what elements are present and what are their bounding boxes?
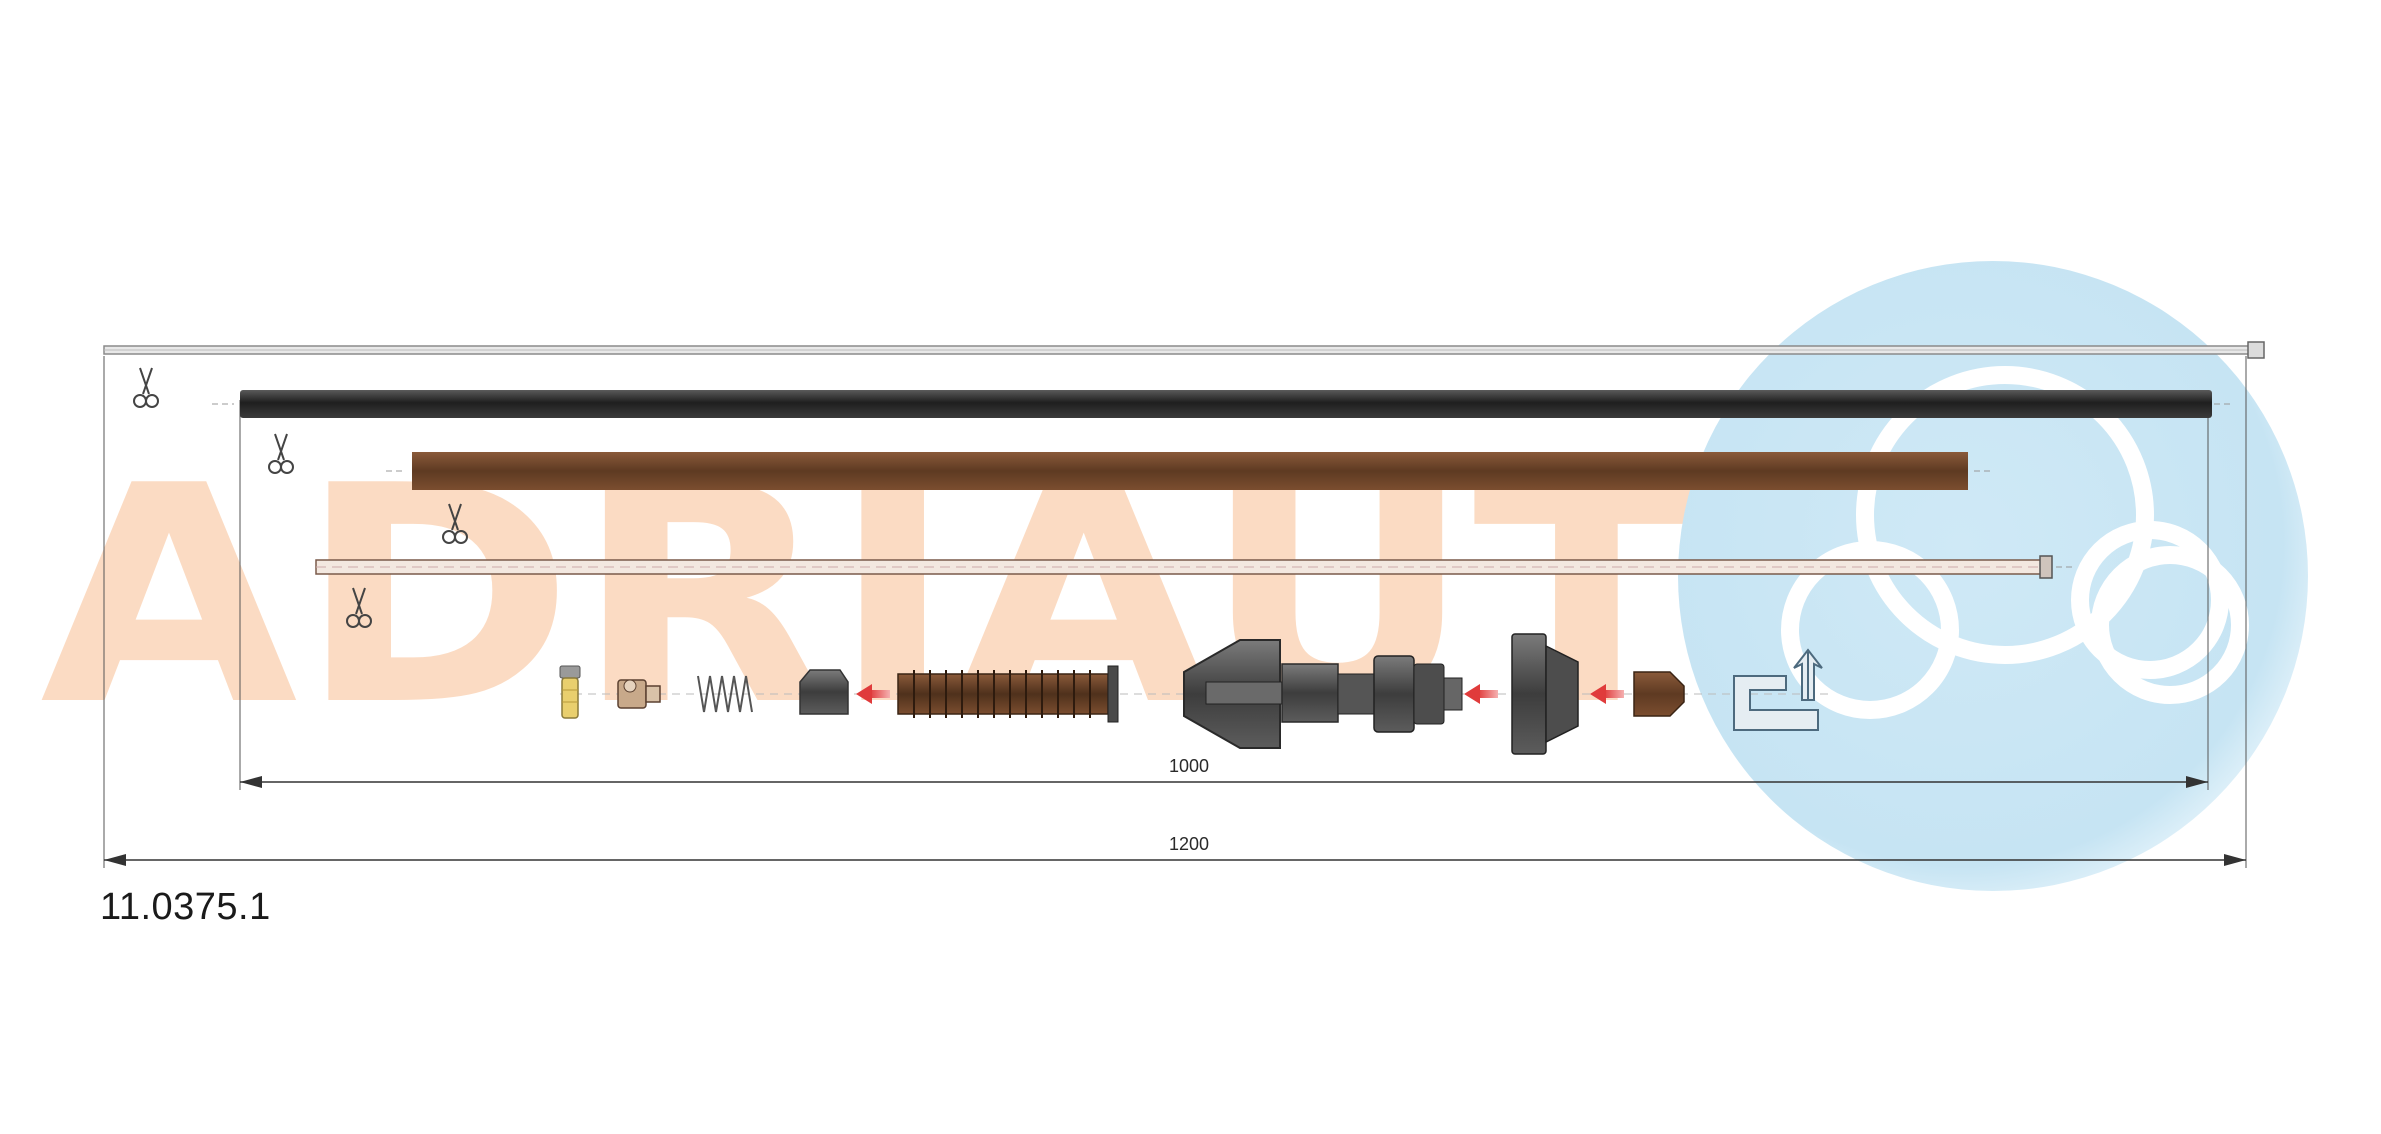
cable-nipple	[559, 665, 581, 719]
watermark-rings-icon	[1781, 366, 2249, 719]
outer-casing	[212, 390, 2232, 418]
red-arrow-icon	[1590, 684, 1624, 704]
adjuster-nut	[617, 679, 661, 709]
inner-sleeve	[386, 452, 1994, 490]
dimension-inner: 1000	[240, 756, 2208, 788]
end-cap	[1633, 671, 1685, 717]
spring	[697, 675, 753, 713]
rubber-grommet	[1511, 633, 1579, 755]
dimension-label-inner: 1000	[1169, 756, 1209, 776]
bulkhead-fitting	[1183, 639, 1463, 749]
watermark-circle	[1678, 261, 2308, 891]
dimension-overall: 1200	[104, 834, 2246, 866]
retaining-clip	[1733, 648, 1823, 731]
scissors-icon	[133, 367, 159, 408]
end-cap	[799, 669, 849, 715]
liner-tube	[315, 555, 2074, 579]
red-arrow-icon	[1464, 684, 1498, 704]
components-row	[559, 633, 1830, 755]
dimension-label-overall: 1200	[1169, 834, 1209, 854]
extension-lines	[103, 356, 2247, 868]
inner-wire	[103, 341, 2265, 359]
bellows	[897, 665, 1119, 723]
watermark-logo: ADRIAUT	[40, 261, 2308, 891]
part-number: 11.0375.1	[100, 886, 271, 928]
red-arrow-icon	[856, 684, 890, 704]
